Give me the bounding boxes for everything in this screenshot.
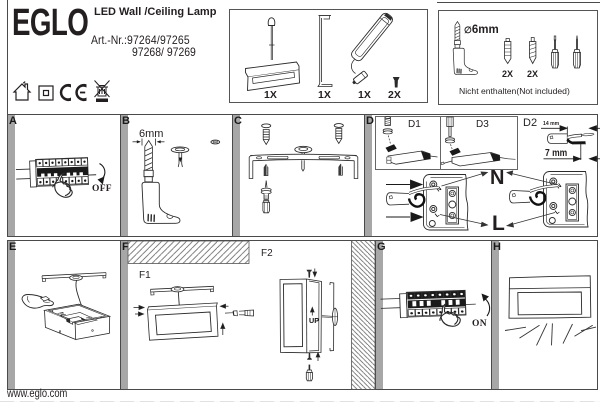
svg-text:UP: UP <box>309 316 319 325</box>
svg-text:L: L <box>434 212 441 219</box>
svg-text:N: N <box>556 183 563 190</box>
svg-text:N: N <box>436 186 443 193</box>
svg-text:L: L <box>554 209 561 216</box>
